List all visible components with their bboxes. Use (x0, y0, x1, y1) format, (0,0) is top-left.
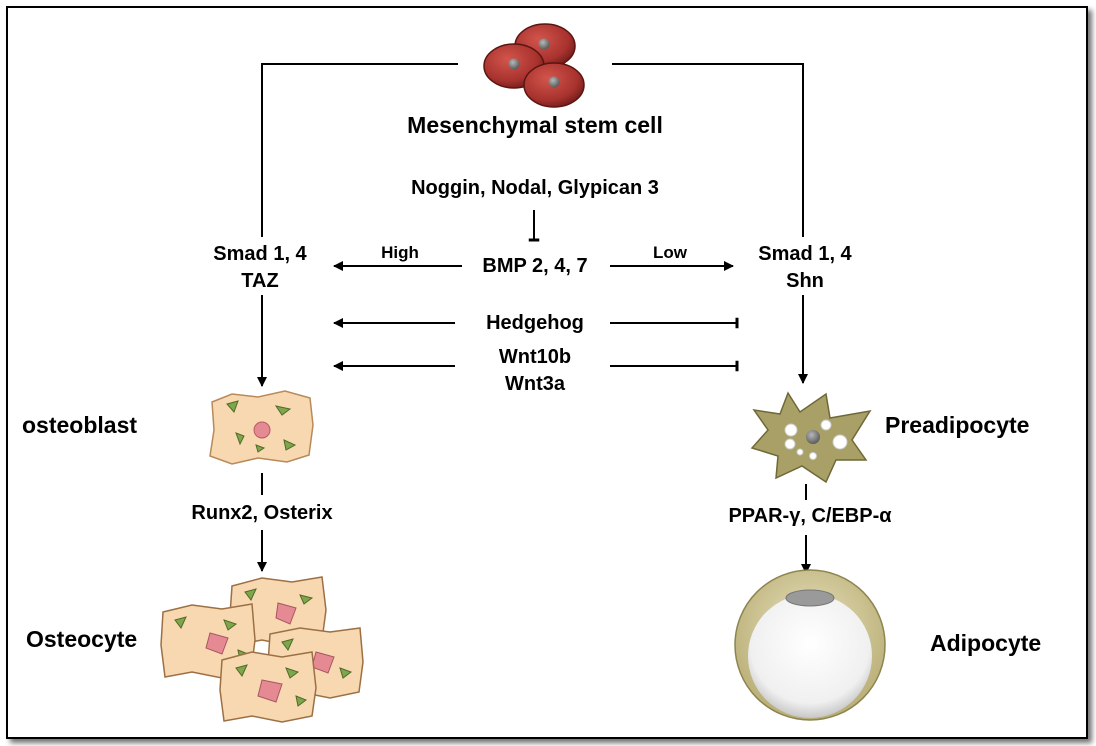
high-label: High (381, 243, 419, 262)
left-smad-line1: Smad 1, 4 (213, 243, 307, 265)
inhibitors-label: Noggin, Nodal, Glypican 3 (411, 177, 659, 199)
osteoblast-label: osteoblast (22, 412, 138, 438)
osteocyte-label: Osteocyte (26, 626, 138, 652)
adipo-factors-label: PPAR-γ, C/EBP-α (728, 505, 892, 527)
preadipocyte-label: Preadipocyte (885, 412, 1030, 438)
adipocyte-icon (734, 569, 886, 721)
right-branch-line (612, 63, 804, 237)
stem-cell-label: Mesenchymal stem cell (407, 112, 663, 138)
bmp-label: BMP 2, 4, 7 (482, 255, 588, 277)
left-smad-line2: TAZ (241, 270, 279, 292)
osteo-factors-label: Runx2, Osterix (191, 502, 333, 524)
low-label: Low (653, 243, 687, 262)
preadipocyte-icon (750, 391, 872, 484)
osteocyte-icon (160, 576, 364, 723)
wnt-line1: Wnt10b (498, 346, 572, 368)
osteoblast-icon (209, 390, 314, 465)
hedgehog-label: Hedgehog (486, 312, 584, 334)
right-smad-line1: Smad 1, 4 (758, 243, 852, 265)
right-smad-line2: Shn (786, 270, 824, 292)
stem-cell-icon (483, 23, 585, 108)
wnt-line2: Wnt3a (505, 373, 565, 395)
left-branch-line (261, 63, 458, 237)
adipocyte-label: Adipocyte (930, 630, 1042, 656)
